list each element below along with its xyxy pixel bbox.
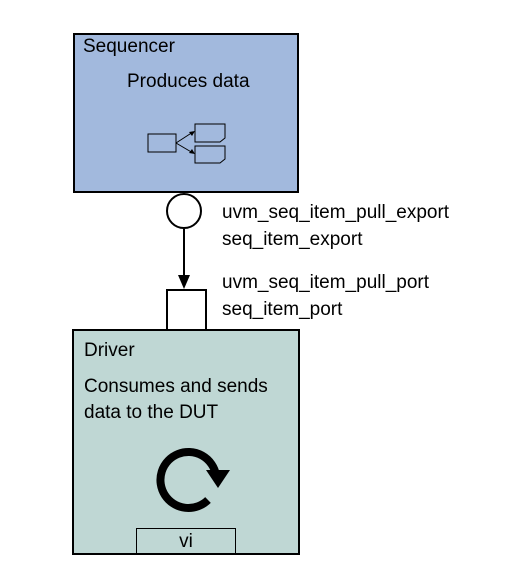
driver-box bbox=[72, 329, 300, 555]
port-name-label: seq_item_port bbox=[222, 299, 343, 320]
sequencer-description: Produces data bbox=[127, 71, 250, 92]
virtual-interface-box: vi bbox=[136, 528, 236, 555]
port-connector bbox=[166, 289, 207, 330]
port-type-label: uvm_seq_item_pull_port bbox=[222, 272, 430, 293]
vi-label: vi bbox=[179, 531, 193, 552]
driver-description-line2: data to the DUT bbox=[84, 402, 219, 423]
export-type-label: uvm_seq_item_pull_export bbox=[222, 202, 450, 223]
data-items-icon bbox=[147, 123, 226, 164]
circular-arrow-icon bbox=[156, 447, 230, 512]
driver-title: Driver bbox=[84, 340, 135, 361]
export-connector bbox=[166, 193, 202, 229]
export-name-label: seq_item_export bbox=[222, 229, 363, 250]
sequencer-title: Sequencer bbox=[83, 36, 175, 57]
connection-arrow bbox=[178, 229, 190, 289]
sequencer-box bbox=[73, 33, 299, 193]
driver-description-line1: Consumes and sends bbox=[84, 376, 268, 397]
